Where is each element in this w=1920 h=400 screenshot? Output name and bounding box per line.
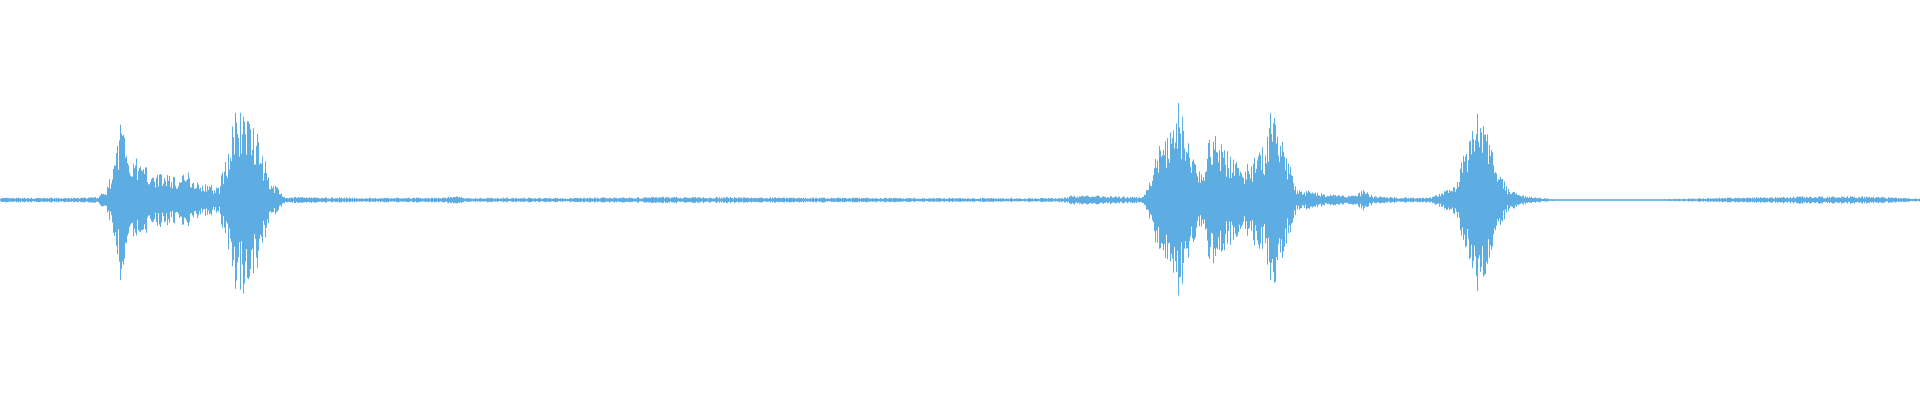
waveform-bars (0, 103, 1920, 296)
waveform-path (0, 103, 1920, 296)
